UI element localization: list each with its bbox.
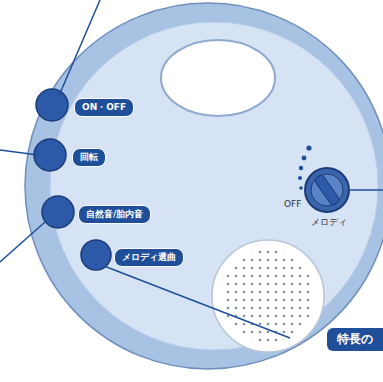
- button-label: メロディ選曲: [114, 248, 184, 267]
- feature-tab: 特長の: [327, 328, 383, 351]
- label-text: 自然音/胎内音: [86, 209, 143, 219]
- label-text: 特長の: [337, 332, 373, 346]
- label-text: ON・OFF: [82, 102, 126, 112]
- button-label: ON・OFF: [74, 98, 134, 117]
- label-text: メロディ選曲: [122, 252, 176, 262]
- label-text: 回転: [80, 152, 98, 162]
- dial-label: メロディ: [311, 216, 347, 229]
- dial-label: OFF: [284, 199, 301, 209]
- button-label: 自然音/胎内音: [78, 205, 151, 224]
- button-label: 回転: [72, 148, 106, 167]
